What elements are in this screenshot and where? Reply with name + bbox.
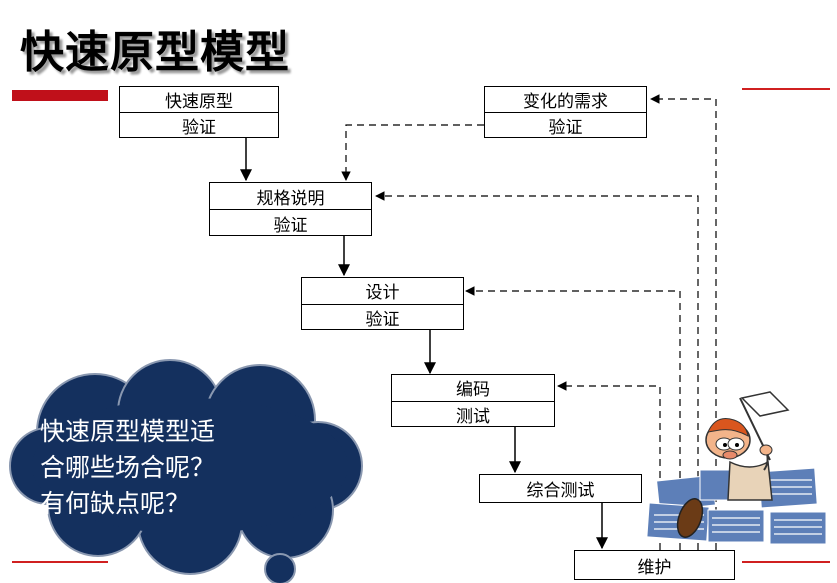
coding-label: 编码: [456, 380, 490, 401]
maintenance-box: 维护: [574, 550, 735, 580]
design-label: 设计: [365, 283, 400, 304]
feedback-to-spec: [375, 191, 699, 550]
specification-label: 规格说明: [256, 188, 325, 209]
changing-requirements-verify: 验证: [485, 112, 646, 138]
feedback-to-design: [465, 286, 681, 550]
prototype-box-label: 快速原型: [165, 92, 233, 112]
maintenance-label: 维护: [637, 557, 672, 578]
decor-line-bottom-left: [12, 561, 108, 563]
design-verify: 验证: [302, 303, 463, 331]
callout-line-2: 合哪些场合呢？: [40, 453, 216, 482]
feedback-maintenance-to-requirements: [650, 94, 717, 550]
changing-requirements-label: 变化的需求: [523, 92, 608, 112]
specification-box: 规格说明 验证: [209, 182, 372, 236]
feedback-requirements-to-spec: [341, 124, 484, 181]
specification-verify: 验证: [210, 209, 371, 236]
title-underline-bar: [12, 90, 108, 101]
callout-line-1: 快速原型模型适: [40, 417, 216, 446]
coding-box: 编码 测试: [391, 374, 555, 427]
integration-test-box: 综合测试: [479, 474, 642, 503]
prototype-box: 快速原型 验证: [119, 86, 279, 138]
design-box: 设计 验证: [301, 277, 464, 330]
callout-question: 快速原型模型适 合哪些场合呢？ 有何缺点呢？: [40, 414, 310, 522]
callout-line-3: 有何缺点呢？: [40, 489, 191, 518]
slide-title: 快速原型模型: [20, 27, 290, 78]
changing-requirements-box: 变化的需求 验证: [484, 86, 647, 138]
decor-line-top-right: [742, 88, 830, 90]
integration-test-label: 综合测试: [526, 481, 595, 501]
decor-line-bottom-right: [742, 561, 830, 563]
prototype-box-verify: 验证: [120, 112, 278, 138]
coding-test: 测试: [392, 400, 554, 428]
